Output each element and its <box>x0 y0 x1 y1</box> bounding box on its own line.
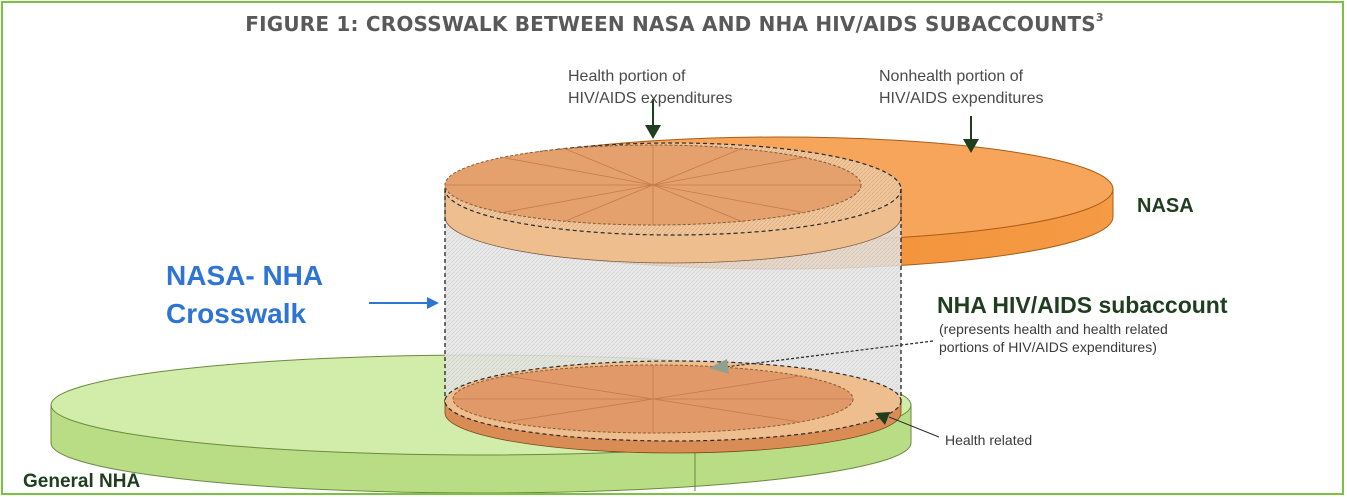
health-related-label: Health related <box>945 432 1032 448</box>
crosswalk-label-2: Crosswalk <box>166 298 306 329</box>
subaccount-arrow <box>709 340 934 374</box>
crosswalk-arrow <box>369 297 439 309</box>
subaccount-desc-1: (represents health and health related <box>939 321 1168 337</box>
nonhealth-portion-label-1: Nonhealth portion of <box>879 68 1024 85</box>
footnote-marker: 3 <box>1095 11 1104 25</box>
health-portion-label-2: HIV/AIDS expenditures <box>568 90 733 107</box>
nasa-label: NASA <box>1137 195 1194 217</box>
subaccount-desc-2: portions of HIV/AIDS expenditures) <box>939 339 1157 355</box>
crosswalk-label-1: NASA- NHA <box>166 260 323 291</box>
general-nha-label: General NHA <box>23 471 140 492</box>
health-related-arrow <box>875 412 940 438</box>
crosswalk-diagram: Health portion of HIV/AIDS expenditures … <box>23 68 1228 493</box>
nonhealth-portion-label-2: HIV/AIDS expenditures <box>879 90 1044 107</box>
figure-title-text: FIGURE 1: CROSSWALK BETWEEN NASA AND NHA… <box>245 12 1096 36</box>
figure-title: FIGURE 1: CROSSWALK BETWEEN NASA AND NHA… <box>3 11 1342 36</box>
nonhealth-portion-arrow <box>963 116 979 153</box>
health-portion-disc-top <box>444 144 862 226</box>
health-portion-label-1: Health portion of <box>568 68 686 85</box>
health-portion-disc-bottom <box>444 360 902 454</box>
health-portion-arrow <box>645 99 661 139</box>
subaccount-title: NHA HIV/AIDS subaccount <box>937 292 1228 318</box>
